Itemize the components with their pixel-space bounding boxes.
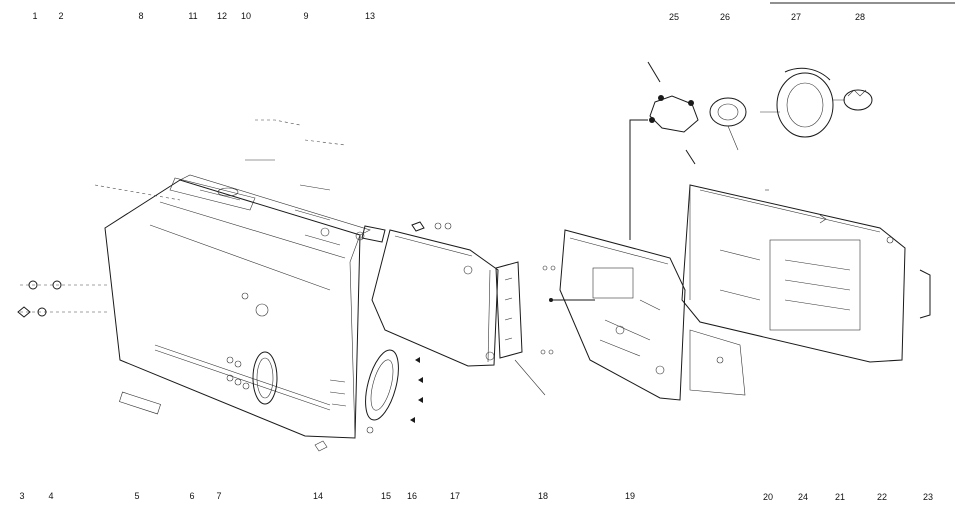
- callout-11: 11: [188, 11, 197, 21]
- callout-27: 27: [791, 12, 801, 22]
- callout-1: 1: [32, 11, 37, 21]
- callout-20: 20: [763, 492, 773, 502]
- callout-19: 19: [625, 491, 635, 501]
- callout-25: 25: [669, 12, 679, 22]
- callout-26: 26: [720, 12, 730, 22]
- cover-plate: [371, 221, 499, 367]
- callout-8: 8: [138, 11, 143, 21]
- main-chassis: [681, 184, 931, 396]
- callout-6: 6: [189, 491, 194, 501]
- callout-28: 28: [855, 12, 865, 22]
- speaker-assembly: [314, 349, 423, 452]
- callout-14: 14: [313, 491, 323, 501]
- tuning-dial-parts: [647, 61, 873, 165]
- callout-12: 12: [217, 11, 227, 21]
- callout-21: 21: [835, 492, 845, 502]
- callout-22: 22: [877, 492, 887, 502]
- callout-3: 3: [19, 491, 24, 501]
- callout-24: 24: [798, 492, 808, 502]
- callout-17: 17: [450, 491, 460, 501]
- callout-15: 15: [381, 491, 391, 501]
- callout-5: 5: [134, 491, 139, 501]
- callout-9: 9: [303, 11, 308, 21]
- side-screws: [17, 280, 62, 318]
- circuit-board: [540, 119, 686, 401]
- callout-16: 16: [407, 491, 417, 501]
- callout-4: 4: [48, 491, 53, 501]
- callout-10: 10: [241, 11, 251, 21]
- callout-23: 23: [923, 492, 933, 502]
- callout-18: 18: [538, 491, 548, 501]
- callout-2: 2: [58, 11, 63, 21]
- main-housing: [20, 174, 371, 439]
- callout-7: 7: [216, 491, 221, 501]
- control-knobs: [226, 292, 269, 390]
- bracket-frame: [495, 261, 546, 396]
- top-small-parts: [169, 119, 386, 246]
- callout-13: 13: [365, 11, 375, 21]
